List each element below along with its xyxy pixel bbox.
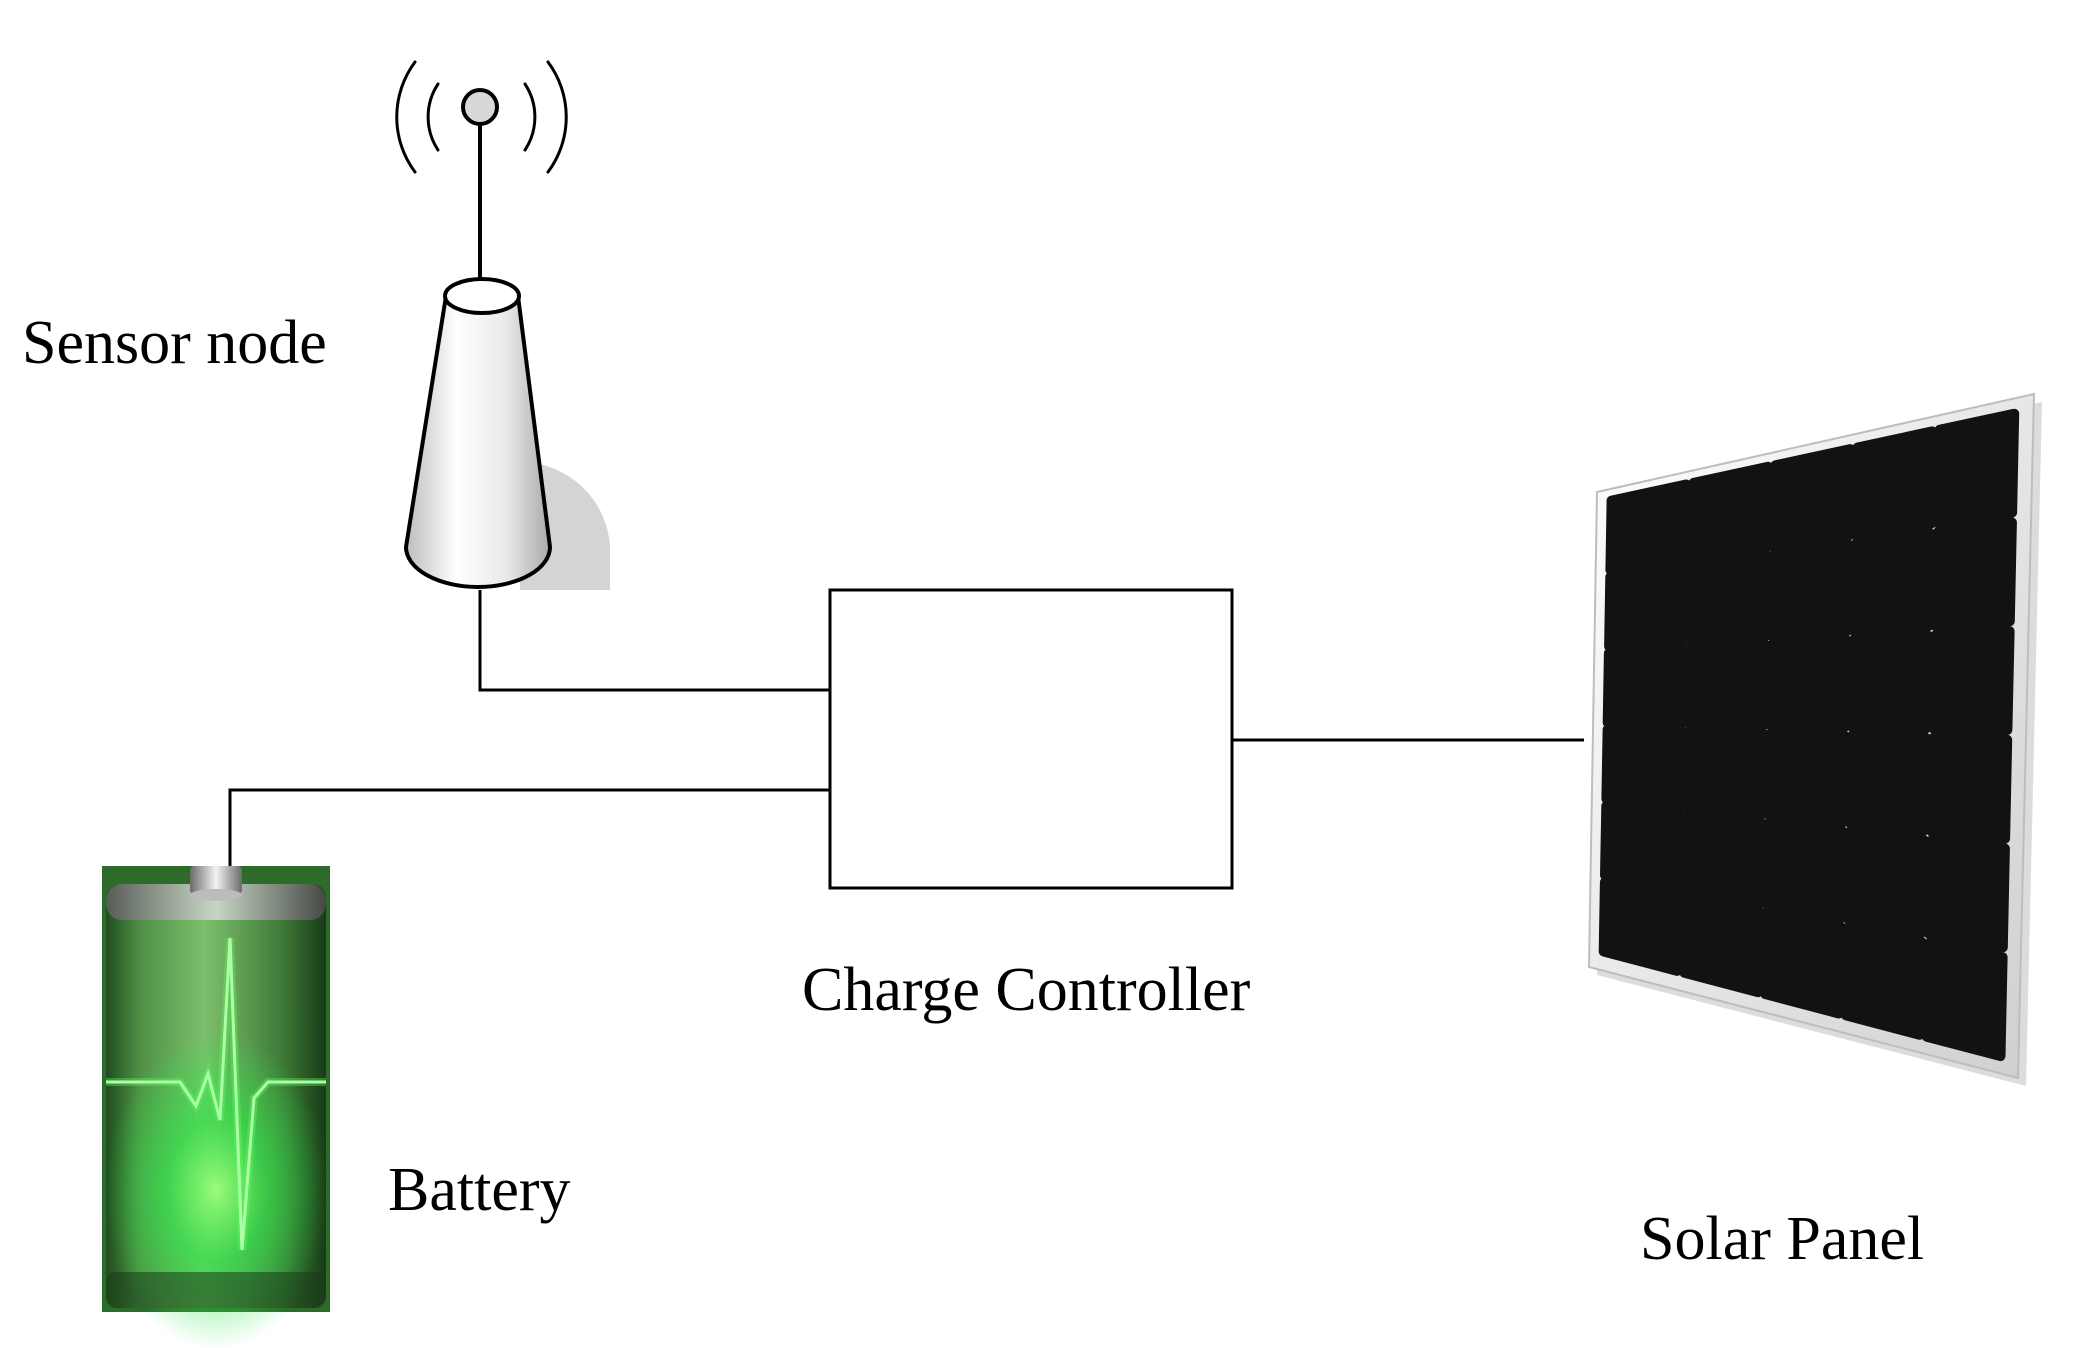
- solar-cell: [1932, 408, 2020, 529]
- solar-cell: [1763, 728, 1850, 828]
- solar-cell: [1602, 644, 1689, 729]
- solar-cell: [1762, 818, 1848, 923]
- solar-cell: [1605, 479, 1692, 576]
- battery-label: Battery: [388, 1156, 571, 1224]
- solar-cell: [1601, 724, 1687, 812]
- solar-cell: [1930, 517, 2017, 631]
- solar-panel-label: Solar Panel: [1640, 1205, 1925, 1273]
- solar-cell: [1604, 561, 1690, 652]
- wire-battery-to-controller: [228, 788, 830, 870]
- solar-cell: [1598, 877, 1684, 976]
- sensor-node-label: Sensor node: [22, 309, 327, 377]
- connection-wires: [228, 590, 1584, 870]
- solar-cell: [1765, 635, 1852, 732]
- solar-cell: [1767, 539, 1854, 642]
- solar-cell-grid: [1598, 408, 2020, 1062]
- solar-cell: [1687, 461, 1774, 564]
- solar-cell: [1600, 800, 1686, 894]
- solar-cell: [1850, 426, 1938, 540]
- solar-cell: [1681, 809, 1767, 909]
- solar-cell: [1679, 892, 1765, 998]
- solar-cell: [1682, 726, 1769, 820]
- solar-cell: [1926, 732, 2013, 844]
- wireless-sensor-node-icon: [395, 60, 610, 590]
- wire-sensor-to-controller: [478, 590, 830, 692]
- solar-panel-icon: [1587, 392, 2042, 1086]
- battery-icon: [102, 866, 330, 1348]
- solar-cell: [1769, 444, 1856, 552]
- solar-cell: [1684, 639, 1770, 731]
- solar-cell: [1685, 550, 1772, 647]
- solar-cell: [1841, 923, 1927, 1040]
- charge-controller-label: Charge Controller: [802, 956, 1251, 1024]
- solar-cell: [1760, 907, 1846, 1019]
- charge-controller-box: [828, 588, 1234, 890]
- solar-cell: [1847, 630, 1933, 734]
- solar-cell: [1928, 626, 2015, 735]
- solar-cell: [1845, 730, 1931, 836]
- solar-cell: [1924, 835, 2010, 953]
- solar-cell: [1921, 938, 2008, 1062]
- solar-cell: [1843, 826, 1929, 938]
- solar-cell: [1848, 528, 1936, 637]
